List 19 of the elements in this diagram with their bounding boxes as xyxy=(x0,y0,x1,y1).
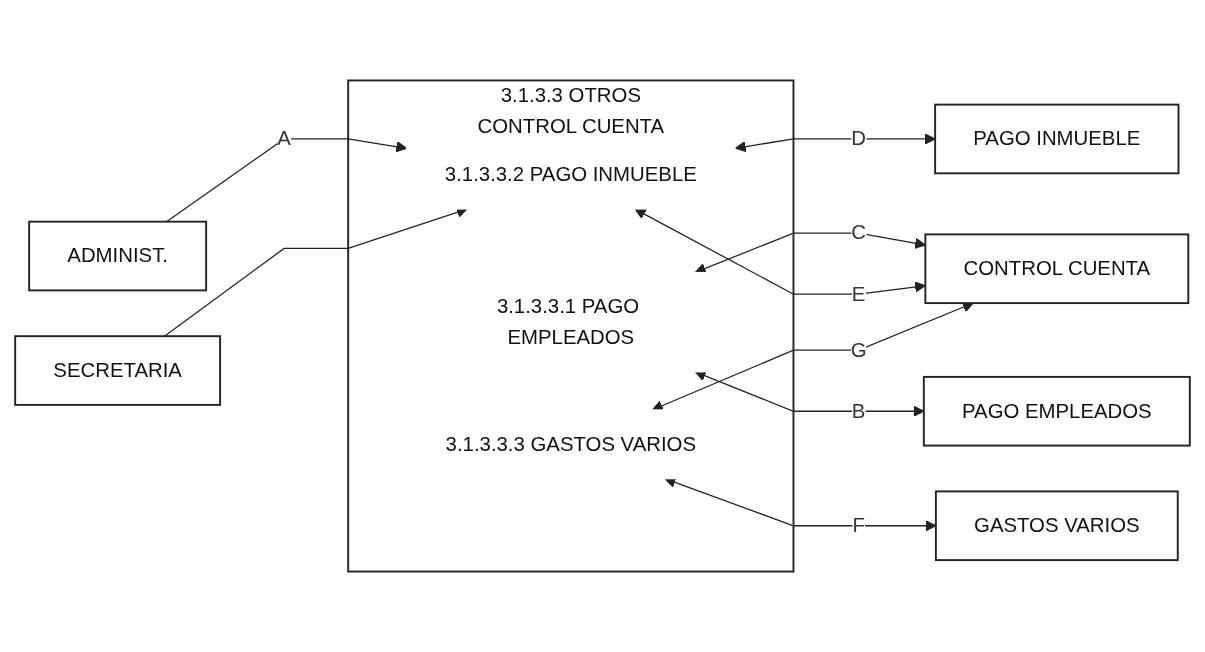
arrow xyxy=(634,208,926,295)
edge-label: C xyxy=(851,221,866,244)
edge-label: B xyxy=(851,399,866,422)
edge-label: E xyxy=(851,282,866,305)
node-text: 3.1.3.3.2 PAGO INMUEBLE xyxy=(444,163,697,185)
edge-label: G xyxy=(850,338,867,361)
edge-label: F xyxy=(852,514,865,536)
edge-label: A xyxy=(277,127,291,150)
node-box: PAGO INMUEBLE xyxy=(934,103,1180,175)
node-text: 3.1.3.3.3 GASTOS VARIOS xyxy=(445,432,697,455)
node-box: ADMINIST. xyxy=(28,220,208,292)
node-box: GASTOS VARIOS xyxy=(934,490,1179,562)
arrow xyxy=(694,232,926,274)
node-box: SECRETARIA xyxy=(14,335,222,406)
node-box: PAGO EMPLEADOS xyxy=(922,375,1191,447)
node-box: CONTROL CUENTA xyxy=(924,233,1190,305)
arrow xyxy=(734,133,936,153)
edge-label: D xyxy=(851,127,866,150)
node-text: 3.1.3.3.1 PAGO EMPLEADOS xyxy=(496,295,640,348)
